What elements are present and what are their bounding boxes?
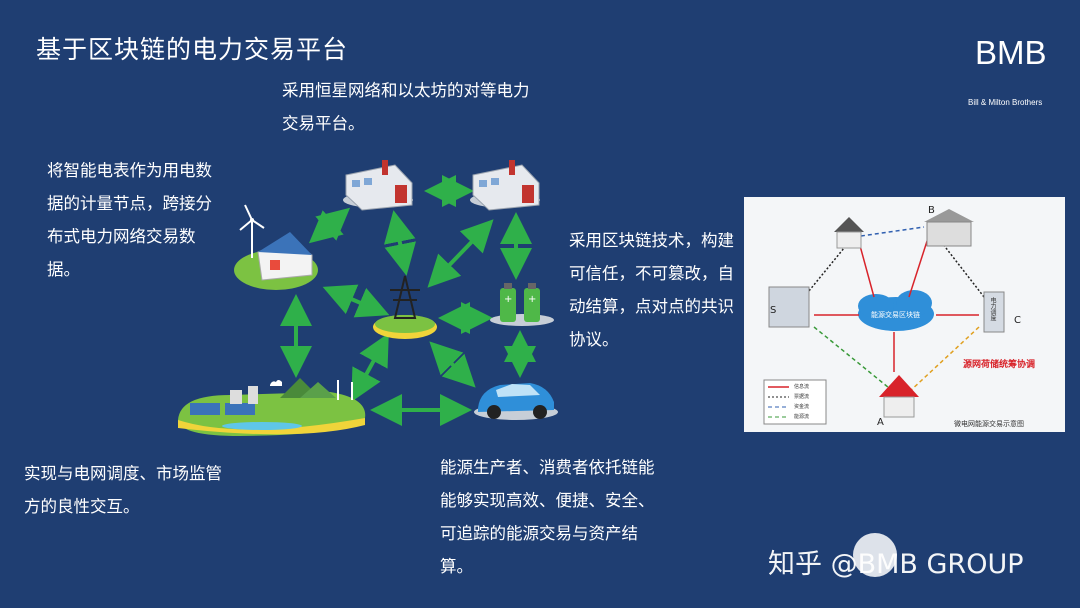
power-tower-icon bbox=[373, 275, 437, 339]
electric-car-icon bbox=[474, 383, 558, 420]
renewable-landscape-icon bbox=[178, 378, 366, 436]
inset-diagram: 能源交易区块链 源网荷储统筹协调 微电网能源交易示意图 电力调度 A B C S… bbox=[744, 197, 1065, 432]
svg-text:+: + bbox=[528, 294, 536, 305]
inset-center-label: 能源交易区块链 bbox=[871, 311, 920, 319]
inset-node-c: C bbox=[1014, 315, 1021, 326]
watermark-logo-icon bbox=[853, 533, 897, 577]
inset-node-s: S bbox=[770, 305, 777, 316]
brand-subtitle: Bill & Milton Brothers bbox=[968, 98, 1043, 107]
smart-home-icon bbox=[234, 204, 318, 290]
text-bottom-left: 实现与电网调度、市场监管方的良性交互。 bbox=[24, 464, 222, 516]
legend-info: 信息流 bbox=[794, 384, 810, 390]
text-left: 将智能电表作为用电数据的计量节点，跨接分布式电力网络交易数据。 bbox=[47, 161, 212, 279]
watermark: 知乎 @BMB GROUP bbox=[768, 549, 1024, 580]
legend-energy: 能源流 bbox=[794, 414, 810, 420]
battery-icon: + + bbox=[490, 283, 554, 326]
text-bottom-center: 能源生产者、消费者依托链能能够实现高效、便捷、安全、可追踪的能源交易与资产结算。 bbox=[440, 458, 655, 576]
inset-node-b: B bbox=[928, 205, 935, 216]
inset-tower-label: 电力调度 bbox=[989, 297, 996, 321]
inset-caption: 微电网能源交易示意图 bbox=[954, 420, 1024, 428]
arrow-group bbox=[280, 175, 536, 426]
inset-right-title: 源网荷储统筹协调 bbox=[963, 360, 1036, 370]
inset-node-a: A bbox=[877, 417, 884, 428]
inset-diagram-graphic bbox=[763, 209, 1005, 425]
text-top: 采用恒星网络和以太坊的对等电力交易平台。 bbox=[282, 81, 530, 133]
factory-icon bbox=[470, 160, 540, 211]
slide-title: 基于区块链的电力交易平台 bbox=[36, 35, 349, 64]
factory-icon bbox=[343, 160, 413, 211]
brand-logo: BMB bbox=[975, 34, 1047, 71]
legend-funds: 资金流 bbox=[794, 404, 810, 410]
svg-text:+: + bbox=[504, 294, 512, 305]
text-right: 采用区块链技术，构建可信任，不可篡改，自动结算，点对点的共识协议。 bbox=[569, 231, 734, 349]
legend-bill: 票据流 bbox=[794, 394, 810, 400]
